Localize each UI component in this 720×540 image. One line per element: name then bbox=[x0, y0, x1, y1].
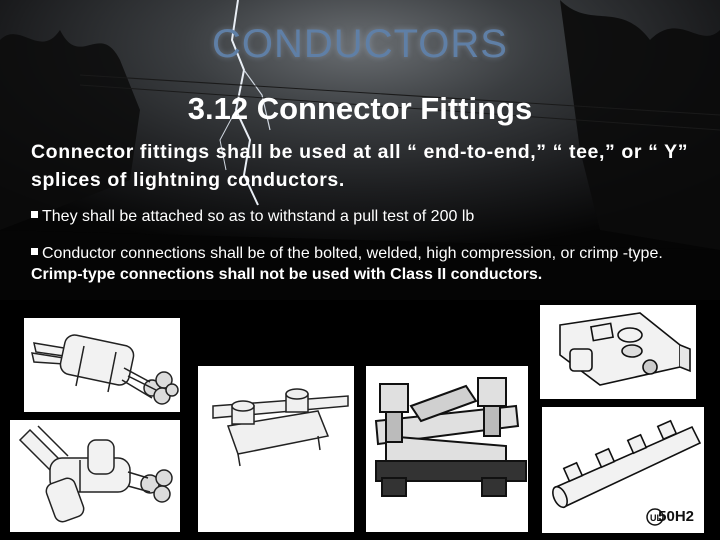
crimp-end-to-end-connector-image bbox=[24, 318, 180, 412]
svg-text:UL: UL bbox=[650, 513, 662, 523]
slide-subtitle: 3.12 Connector Fittings bbox=[187, 91, 533, 126]
crimp-tee-connector-image bbox=[10, 420, 180, 532]
bullet-square-icon bbox=[31, 248, 38, 255]
bullet-text-plain: Conductor connections shall be of the bo… bbox=[42, 245, 663, 262]
ul-certification-label: 50H2 bbox=[658, 508, 694, 525]
bullet-pull-test: They shall be attached so as to withstan… bbox=[31, 207, 701, 227]
slide-title: CONDUCTORS bbox=[212, 22, 508, 66]
bullet-text: They shall be attached so as to withstan… bbox=[42, 208, 475, 225]
intro-paragraph: Connector fittings shall be used at all … bbox=[31, 141, 689, 191]
ul-logo-icon bbox=[646, 508, 664, 526]
cast-bolted-connector-image bbox=[540, 305, 696, 399]
bullet-square-icon bbox=[31, 211, 38, 218]
bolted-parallel-splice-image bbox=[366, 366, 528, 532]
bolted-two-bolt-clamp-image bbox=[198, 366, 354, 532]
bullet-text-bold: Crimp-type connections shall not be used… bbox=[31, 266, 543, 283]
multi-bolt-splice-tube-image: UL 50H2 bbox=[542, 407, 704, 533]
bullet-connection-types: Conductor connections shall be of the bo… bbox=[31, 243, 711, 285]
